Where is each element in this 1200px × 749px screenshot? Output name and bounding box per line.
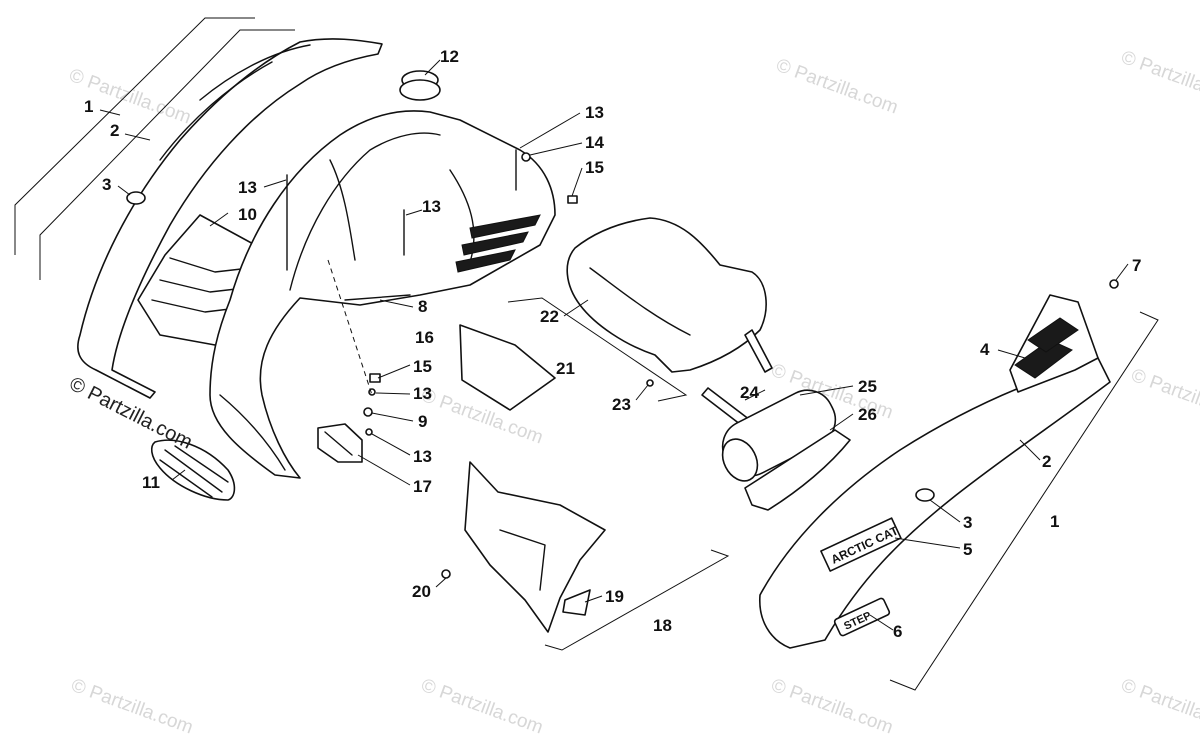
callout-13: 13	[413, 447, 432, 466]
callout-7: 7	[1132, 256, 1141, 275]
left-assembly-brackets	[14, 17, 295, 280]
callout-9: 9	[418, 412, 427, 431]
watermark-text: © Partzilla.com	[418, 675, 545, 739]
callout-3: 3	[102, 175, 111, 194]
callout-20: 20	[412, 582, 431, 601]
callout-17: 17	[413, 477, 432, 496]
side-panel-left-edge	[199, 44, 311, 101]
watermark-text: © Partzilla.com	[68, 675, 195, 739]
callout-13: 13	[238, 178, 257, 197]
decal-19	[562, 589, 591, 616]
exhaust-group	[701, 329, 851, 511]
callout-11: 11	[142, 473, 160, 492]
callout-13: 13	[585, 103, 604, 122]
side-panel-left-badge	[126, 191, 146, 205]
callout-13: 13	[422, 197, 441, 216]
callout-25: 25	[858, 377, 877, 396]
callout-21: 21	[556, 359, 575, 378]
hood-assembly	[209, 110, 556, 479]
watermark-text: © Partzilla.com	[1118, 47, 1200, 111]
callout-10: 10	[238, 205, 257, 224]
tray-shape	[566, 217, 767, 373]
callout-14: 14	[585, 133, 604, 152]
watermark-text: © Partzilla.com	[1118, 675, 1200, 739]
watermark-text: © Partzilla.com	[773, 55, 900, 119]
callout-1: 1	[84, 97, 93, 116]
bracket-17	[317, 423, 363, 463]
callout-18: 18	[653, 616, 672, 635]
grommet-12	[399, 70, 441, 101]
callout-16: 16	[415, 328, 434, 347]
watermark-text: © Partzilla.com	[768, 675, 895, 739]
callout-8: 8	[418, 297, 427, 316]
callout-5: 5	[963, 540, 972, 559]
callout-12: 12	[440, 47, 459, 66]
callout-6: 6	[893, 622, 902, 641]
callout-26: 26	[858, 405, 877, 424]
callout-3: 3	[963, 513, 972, 532]
hood-shape	[209, 110, 556, 479]
callout-4: 4	[980, 340, 990, 359]
callout-13: 13	[413, 384, 432, 403]
callout-23: 23	[612, 395, 631, 414]
callout-2: 2	[110, 121, 119, 140]
callout-22: 22	[540, 307, 559, 326]
windshield-16	[459, 324, 556, 411]
left-side-panel	[77, 38, 383, 399]
callout-2: 2	[1042, 452, 1051, 471]
group-brackets	[507, 297, 730, 651]
watermark-text: © Partzilla.com	[1128, 365, 1200, 429]
callout-24: 24	[740, 383, 759, 402]
side-panel-left-crease	[159, 61, 273, 161]
callout-1: 1	[1050, 512, 1059, 531]
callout-15: 15	[585, 158, 604, 177]
side-panel-left-shape	[77, 38, 383, 399]
bracket-1-left	[14, 17, 255, 255]
fasteners	[286, 149, 578, 436]
bracket-18	[441, 461, 606, 633]
callout-labels: 1 2 3 10 11 12 13 13 13 14 15 8 16 15 13…	[84, 47, 1141, 641]
callout-19: 19	[605, 587, 624, 606]
shield-26	[744, 429, 851, 511]
bracket-2-left	[39, 29, 295, 280]
right-assembly-brackets	[889, 311, 1159, 691]
callout-15: 15	[413, 357, 432, 376]
grill-11	[150, 439, 236, 501]
bracket-18-group	[544, 549, 730, 651]
bracket-21	[507, 297, 688, 402]
leader-lines	[99, 59, 1129, 631]
tray-22	[566, 217, 767, 387]
